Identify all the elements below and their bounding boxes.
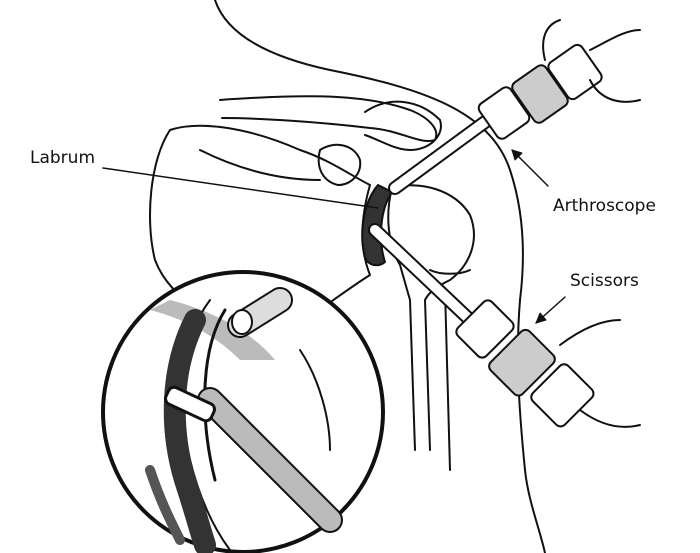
scapula-ridge [199, 149, 321, 181]
arthroscope-label: Arthroscope [553, 196, 656, 216]
arthroscope-arrow [511, 149, 549, 187]
coracoid [317, 143, 362, 186]
humerus-shaft [444, 289, 451, 471]
scapula [149, 124, 371, 331]
magnified-inset [101, 270, 385, 553]
scissors-label: Scissors [570, 271, 639, 291]
skin-outline [214, 0, 524, 301]
labrum-label: Labrum [30, 148, 96, 168]
scissors-drawing [368, 223, 641, 428]
acromion [364, 100, 442, 151]
scissors-arrow [535, 296, 566, 324]
labrum-leader-line [102, 167, 379, 209]
arthroscope-drawing [388, 19, 641, 195]
